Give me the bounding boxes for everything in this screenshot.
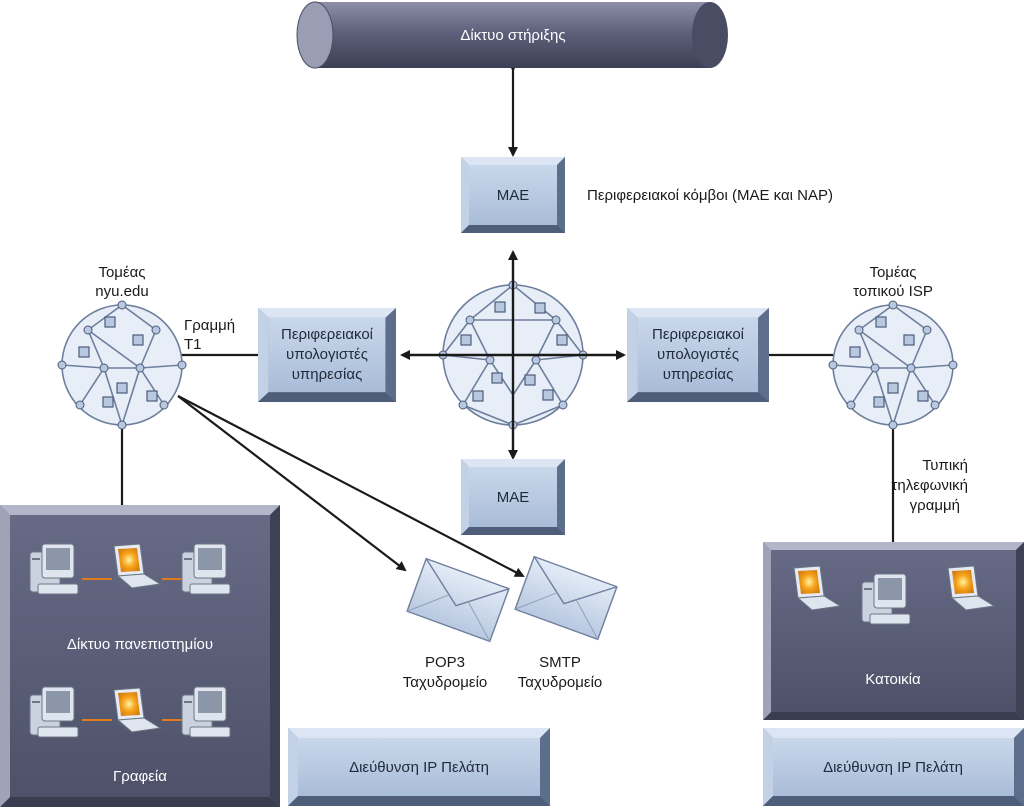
nyu-domain-line1: Τομέας bbox=[98, 264, 145, 281]
central-arrows bbox=[400, 250, 626, 460]
phone-line-label-1: Τυπική bbox=[922, 457, 968, 474]
regional-services-left-line1: Περιφερειακοί bbox=[281, 326, 374, 343]
smtp-envelope bbox=[514, 555, 618, 641]
t1-line-label-2: T1 bbox=[184, 336, 202, 353]
desktop-computer-icon bbox=[861, 573, 911, 625]
backbone-label: Δίκτυο στήριξης bbox=[460, 27, 565, 44]
regional-services-right-box: Περιφερειακοί υπολογιστές υπηρεσίας bbox=[627, 308, 769, 403]
phone-line-label-2: τηλεφωνική bbox=[891, 477, 968, 494]
connections bbox=[120, 62, 895, 577]
smtp-link bbox=[177, 395, 525, 577]
isp-domain-line2: τοπικού ISP bbox=[853, 283, 933, 300]
desktop-computer-icon bbox=[29, 686, 79, 738]
pop3-label-2: Ταχυδρομείο bbox=[403, 674, 488, 691]
client-ip-left-box: Διεύθυνση IP Πελάτη bbox=[288, 728, 550, 806]
pop3-envelope bbox=[406, 557, 510, 643]
backbone-cylinder: Δίκτυο στήριξης bbox=[296, 1, 728, 69]
pop3-link bbox=[177, 395, 407, 572]
mae-bottom-label: MAE bbox=[497, 489, 530, 506]
mae-top-label: MAE bbox=[497, 187, 530, 204]
smtp-label-1: SMTP bbox=[539, 654, 581, 671]
mae-top-box: MAE bbox=[461, 157, 565, 233]
smtp-label-2: Ταχυδρομείο bbox=[518, 674, 603, 691]
offices-label: Γραφεία bbox=[113, 768, 167, 785]
residence-panel: Κατοικία bbox=[763, 542, 1024, 720]
university-panel: Δίκτυο πανεπιστημίου Γραφεία bbox=[0, 505, 280, 807]
client-ip-right-label: Διεύθυνση IP Πελάτη bbox=[823, 759, 963, 776]
t1-line-label-1: Γραμμή bbox=[184, 317, 235, 334]
regional-nodes-label: Περιφερειακοί κόμβοι (MAE και NAP) bbox=[587, 187, 833, 204]
regional-services-right-line2: υπολογιστές bbox=[657, 346, 739, 363]
regional-services-left-line2: υπολογιστές bbox=[286, 346, 368, 363]
phone-line-label-3: γραμμή bbox=[910, 497, 960, 514]
client-ip-right-box: Διεύθυνση IP Πελάτη bbox=[763, 728, 1024, 806]
regional-services-left-line3: υπηρεσίας bbox=[292, 366, 363, 383]
desktop-computer-icon bbox=[29, 543, 79, 595]
regional-services-left-box: Περιφερειακοί υπολογιστές υπηρεσίας bbox=[258, 308, 397, 403]
residence-label: Κατοικία bbox=[865, 671, 921, 688]
nyu-network-nodes bbox=[57, 300, 187, 430]
client-ip-left-label: Διεύθυνση IP Πελάτη bbox=[349, 759, 489, 776]
desktop-computer-icon bbox=[181, 543, 231, 595]
desktop-computer-icon bbox=[181, 686, 231, 738]
regional-services-right-line3: υπηρεσίας bbox=[663, 366, 734, 383]
central-network-nodes bbox=[438, 280, 588, 430]
pop3-label-1: POP3 bbox=[425, 654, 465, 671]
university-network-label: Δίκτυο πανεπιστημίου bbox=[67, 636, 213, 653]
isp-network-nodes bbox=[828, 300, 958, 430]
isp-domain-line1: Τομέας bbox=[869, 264, 916, 281]
nyu-domain-line2: nyu.edu bbox=[95, 283, 148, 300]
mae-bottom-box: MAE bbox=[461, 459, 565, 535]
regional-services-right-line1: Περιφερειακοί bbox=[652, 326, 745, 343]
